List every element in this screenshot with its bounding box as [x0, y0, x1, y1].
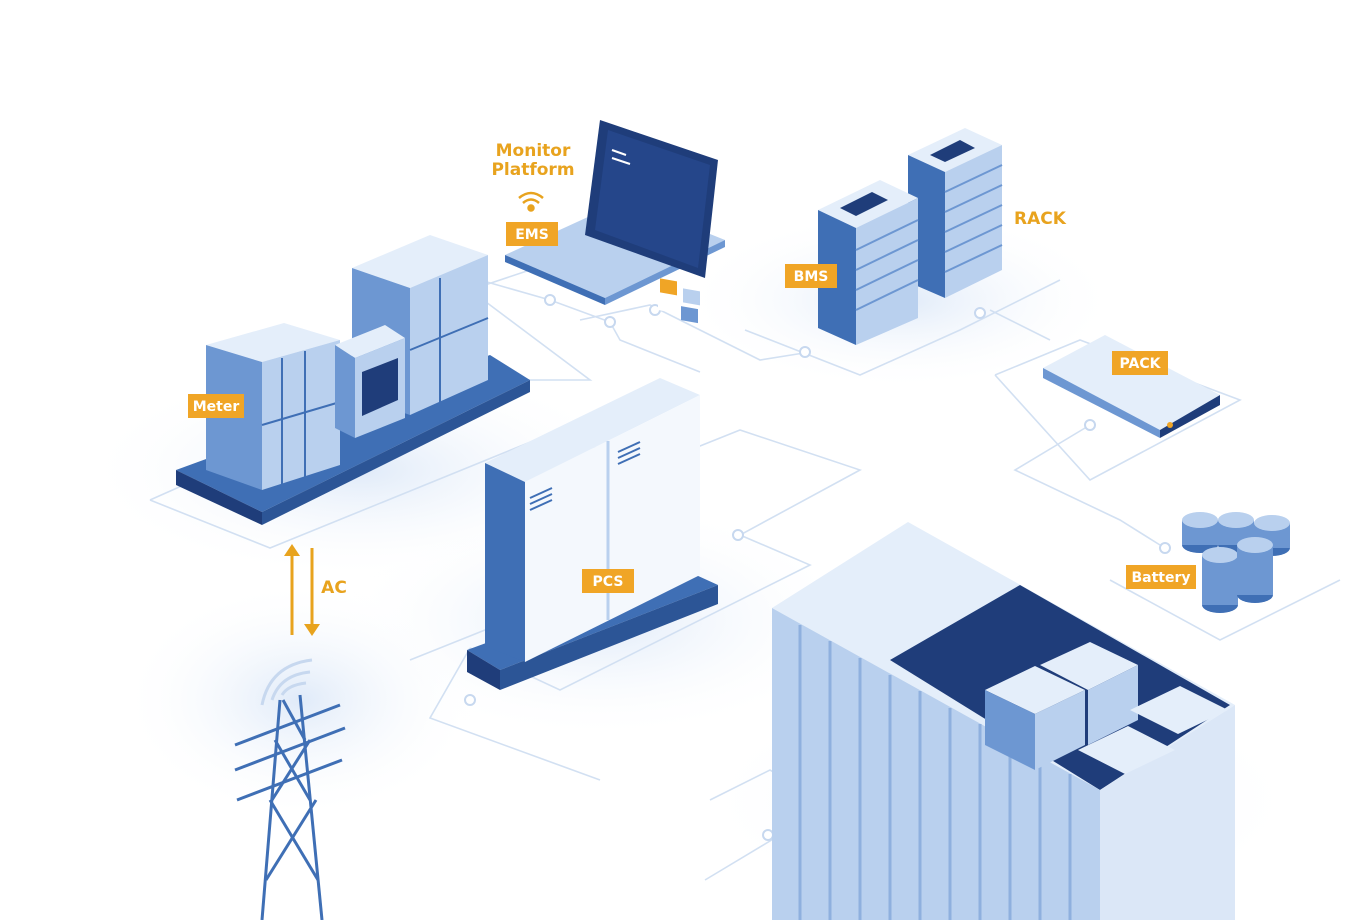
pcs-cabinet [467, 378, 718, 690]
laptop-monitor [505, 120, 725, 324]
rack-label: RACK [1014, 209, 1067, 229]
pcs-tag-text: PCS [593, 574, 624, 590]
rack-short [818, 180, 919, 345]
transmission-tower [234, 694, 346, 920]
pack-module [1043, 335, 1220, 438]
pack-tag: PACK [1112, 351, 1168, 375]
ems-tag: EMS [506, 222, 558, 246]
pack-tag-text: PACK [1120, 356, 1162, 372]
pcs-tag: PCS [582, 569, 634, 593]
meter-tag-text: Meter [193, 399, 240, 415]
bms-tag-text: BMS [794, 269, 829, 285]
bidirectional-arrow-icon [284, 544, 320, 636]
meter-substation [176, 235, 530, 525]
server-racks [818, 128, 1003, 345]
monitor-label-line-1: Monitor [496, 141, 571, 161]
monitor-label-line-2: Platform [491, 160, 574, 180]
bms-tag: BMS [785, 264, 837, 288]
storage-container [772, 522, 1235, 920]
rack-tall [908, 128, 1003, 298]
ac-label: AC [321, 578, 347, 598]
ems-tag-text: EMS [515, 227, 549, 243]
battery-tag-text: Battery [1131, 570, 1190, 586]
battery-cells [1182, 512, 1290, 613]
battery-tag: Battery [1126, 565, 1196, 589]
signal-waves-icon [260, 658, 313, 706]
monitor-platform-label: Monitor Platform [491, 141, 574, 180]
wifi-icon [518, 191, 544, 212]
meter-tag: Meter [188, 394, 244, 418]
